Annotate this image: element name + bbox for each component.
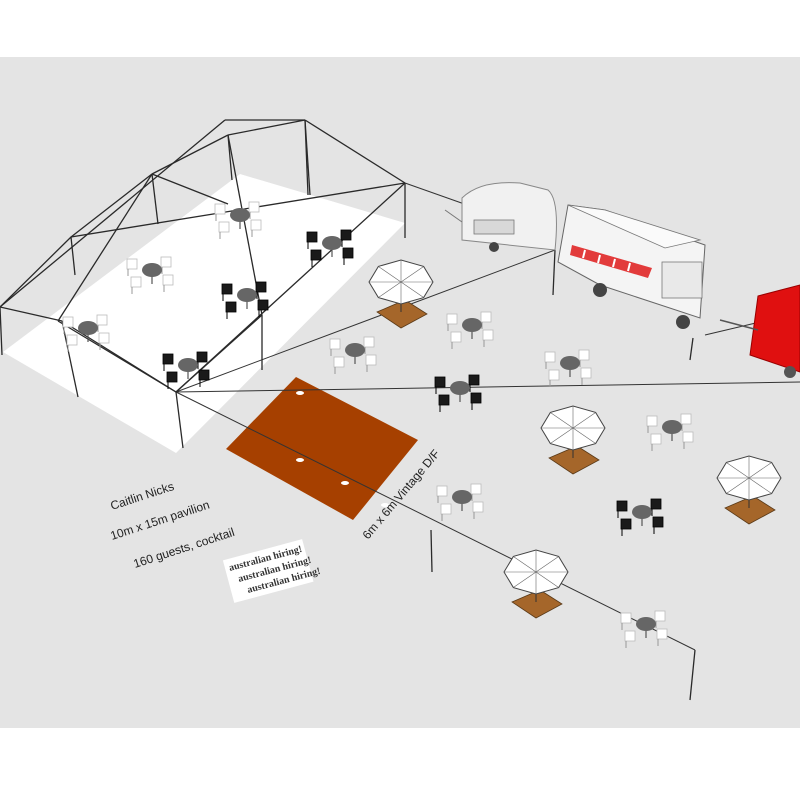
cocktail-table-5 [221,281,269,319]
market-umbrella-3 [716,455,782,525]
string-light-bulbs [296,391,389,507]
cocktail-table-13 [616,498,664,536]
cocktail-table-9 [434,374,482,412]
cocktail-table-6 [162,351,210,389]
food-truck [557,204,706,329]
string-lines [175,182,800,651]
market-umbrella-1 [368,259,434,329]
caravan-trailer [444,182,557,252]
market-umbrella-4 [503,549,569,619]
cocktail-table-11 [646,413,694,451]
cocktail-table-3 [214,201,262,239]
cocktail-table-4 [306,229,354,267]
cocktail-table-8 [446,311,494,349]
cocktail-table-1 [62,314,110,352]
cocktail-table-7 [329,336,377,374]
furniture-layer [62,201,782,648]
cocktail-table-12 [436,483,484,521]
pavilion-floor [3,174,405,453]
cocktail-table-2 [126,256,174,294]
cocktail-table-10 [544,349,592,387]
cocktail-table-14 [620,610,668,648]
dance-floor [226,377,418,520]
red-trailer [719,284,800,378]
pavilion-frame [0,119,696,701]
market-umbrella-2 [540,405,606,475]
